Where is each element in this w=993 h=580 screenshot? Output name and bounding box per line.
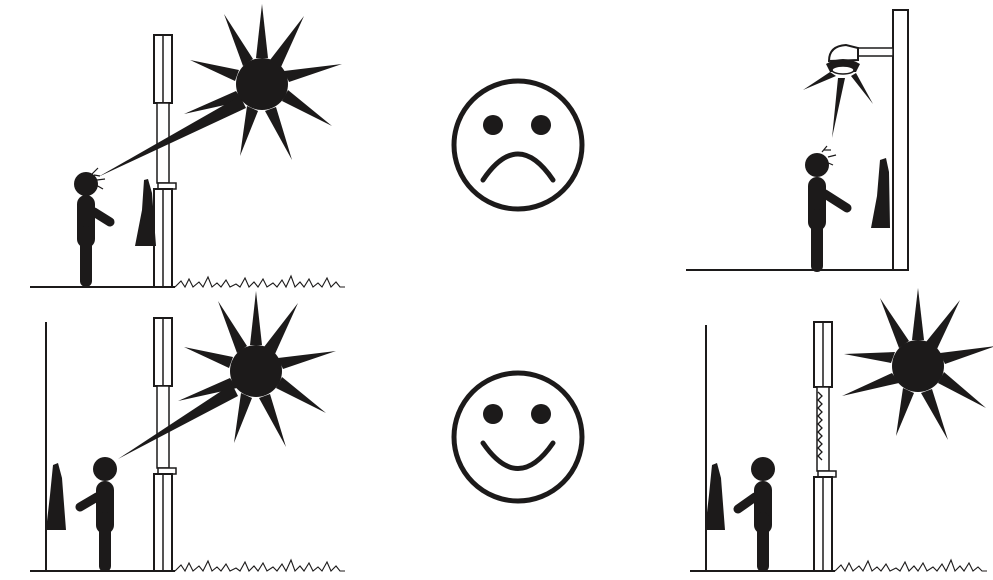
person-icon: [80, 457, 117, 566]
grass: [175, 560, 345, 571]
person-icon: [738, 457, 775, 566]
sun-icon: [842, 288, 993, 440]
jacket-icon: [135, 179, 156, 246]
person-icon: [74, 172, 110, 281]
grass: [175, 276, 345, 287]
person-icon: [805, 153, 847, 266]
panel-outdoor-sun-behind: [690, 288, 993, 571]
panel-indoor-lamp-glare: [686, 10, 908, 270]
wall: [893, 10, 908, 270]
grass: [835, 560, 987, 571]
lamp-rays: [803, 72, 873, 138]
glare-beam: [98, 96, 246, 177]
sun-icon: [178, 291, 336, 447]
jacket-icon: [705, 463, 725, 530]
panel-outdoor-sun-glare: [30, 4, 345, 287]
happy-face-icon: [454, 373, 582, 501]
lamp-icon: [826, 45, 860, 74]
jacket-icon: [871, 158, 890, 228]
sad-face-icon: [454, 81, 582, 209]
panel-outdoor-sun-shielded: [30, 291, 345, 571]
sun-icon: [184, 4, 342, 160]
jacket-icon: [46, 463, 66, 530]
sun-beam: [118, 384, 238, 459]
